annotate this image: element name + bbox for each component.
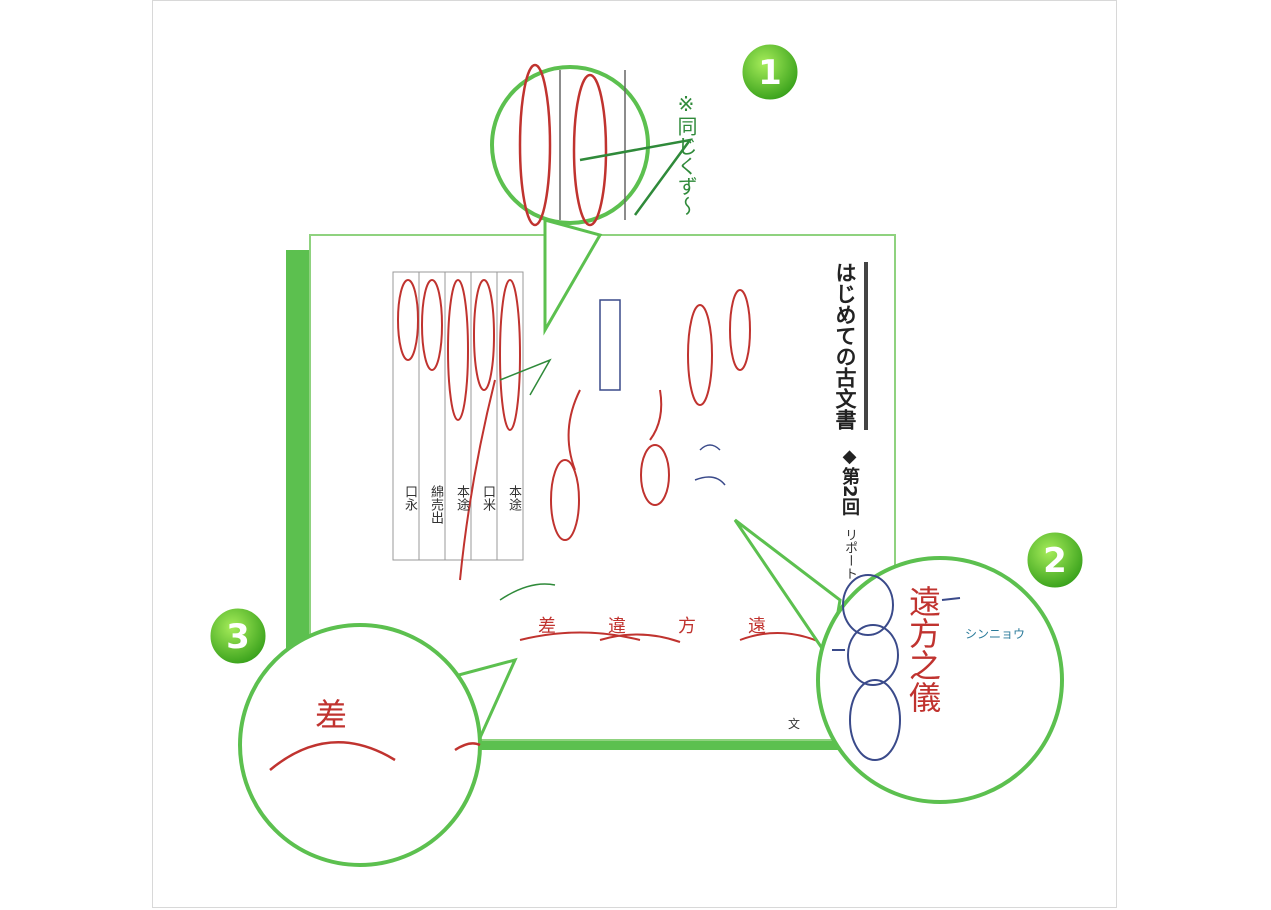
callout-1-content bbox=[518, 63, 693, 227]
character-row: 差 違 方 遠 bbox=[538, 612, 766, 638]
note-annotation: ※同じくず～ bbox=[674, 92, 698, 216]
svg-text:1: 1 bbox=[758, 53, 782, 93]
callout-2-lens bbox=[816, 556, 1064, 804]
column-label: 本途 bbox=[506, 485, 521, 511]
character: 遠 bbox=[748, 616, 766, 637]
callout-1-lens bbox=[490, 65, 650, 225]
character: 方 bbox=[678, 616, 696, 637]
image-frame bbox=[152, 0, 1117, 908]
document-title: はじめての古文書 bbox=[832, 262, 868, 430]
column-label: 口米 bbox=[480, 485, 495, 511]
green-handwriting bbox=[499, 358, 556, 601]
column-label: 綿売出 bbox=[428, 485, 443, 524]
column-labels: 本途 口米 本途 綿売出 口永 bbox=[393, 485, 523, 524]
badge-2: 2 bbox=[1024, 529, 1086, 591]
callout-2-content bbox=[832, 574, 961, 761]
svg-text:2: 2 bbox=[1043, 541, 1067, 581]
badge-3: 3 bbox=[207, 605, 269, 667]
shinnyou-label: シンニョウ bbox=[965, 627, 1026, 641]
session-label: ◆第2回 bbox=[839, 446, 860, 516]
callout-3-arc bbox=[269, 740, 481, 771]
column-label: 口永 bbox=[402, 485, 417, 511]
callout-1-pointer bbox=[543, 218, 603, 336]
blue-handwriting bbox=[599, 299, 726, 486]
character: 差 bbox=[538, 616, 556, 637]
callout-2-phrase: 遠方之儀 bbox=[904, 585, 942, 713]
character: 違 bbox=[608, 616, 626, 637]
corner-mark: 文 bbox=[788, 716, 800, 731]
badge-1: 1 bbox=[739, 41, 801, 103]
red-handwriting bbox=[397, 279, 821, 643]
callout-3-character: 差 bbox=[315, 696, 348, 734]
report-label: リポート bbox=[842, 528, 857, 580]
svg-text:3: 3 bbox=[226, 617, 250, 657]
column-label: 本途 bbox=[454, 485, 469, 511]
